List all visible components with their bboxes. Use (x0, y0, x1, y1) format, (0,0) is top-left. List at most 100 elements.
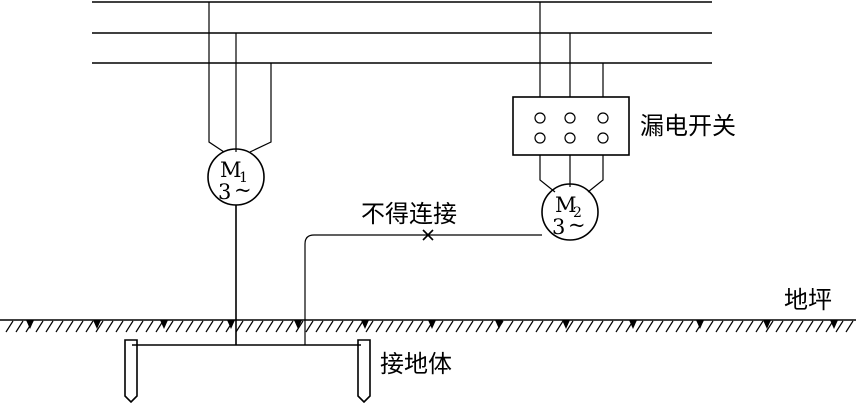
hatch-tick (696, 320, 704, 329)
hatch-stroke (595, 320, 604, 333)
hatch-stroke (295, 320, 304, 333)
hatch-stroke (405, 320, 414, 333)
hatch-tick (428, 320, 436, 329)
hatch-stroke (235, 320, 244, 333)
hatch-stroke (815, 320, 824, 333)
hatch-stroke (715, 320, 724, 333)
hatch-stroke (665, 320, 674, 333)
hatch-stroke (655, 320, 664, 333)
hatch-tick (227, 320, 235, 329)
hatch-stroke (535, 320, 544, 333)
motor2-wire-c (587, 155, 604, 193)
hatch-stroke (705, 320, 714, 333)
hatch-tick (93, 320, 101, 329)
motor-m2-label: M (555, 193, 577, 217)
hatch-stroke (805, 320, 814, 333)
hatch-stroke (375, 320, 384, 333)
hatch-stroke (15, 320, 24, 333)
hatch-stroke (265, 320, 274, 333)
hatch-stroke (385, 320, 394, 333)
hatch-stroke (185, 320, 194, 333)
hatch-stroke (505, 320, 514, 333)
motor-m2-index: 2 (573, 205, 582, 221)
hatch-stroke (685, 320, 694, 333)
hatch-tick (830, 320, 838, 329)
hatch-stroke (115, 320, 124, 333)
hatch-stroke (205, 320, 214, 333)
leakage-switch: 漏电开关 (512, 96, 736, 156)
hatch-stroke (775, 320, 784, 333)
motor2-supply (539, 155, 604, 193)
hatch-stroke (95, 320, 104, 333)
motor-m1-label: M (220, 158, 242, 182)
hatch-stroke (545, 320, 554, 333)
hatch-stroke (35, 320, 44, 333)
forbidden-connection-wire (304, 234, 542, 345)
break-mark (422, 229, 434, 241)
motor-m2-circle (541, 183, 599, 241)
hatch-stroke (795, 320, 804, 333)
hatch-stroke (65, 320, 74, 333)
leakage-switch-label: 漏电开关 (640, 112, 736, 140)
hatch-stroke (55, 320, 64, 333)
motor-m1: M 1 3 ~ (207, 148, 265, 206)
hatch-stroke (5, 320, 14, 333)
switch-contact-2b (564, 132, 576, 144)
hatch-stroke (435, 320, 444, 333)
hatch-stroke (845, 320, 854, 333)
hatch-stroke (455, 320, 464, 333)
hatch-tick (495, 320, 503, 329)
hatch-stroke (345, 320, 354, 333)
hatch-stroke (215, 320, 224, 333)
hatch-stroke (85, 320, 94, 333)
motor-m1-ac-symbol: ~ (234, 178, 252, 202)
switch-contact-3a (597, 112, 609, 124)
motor1-wire-c (249, 63, 272, 153)
motor-m2: M 2 3 ~ (541, 183, 599, 241)
floor-hatching (5, 320, 854, 333)
hatch-tick (160, 320, 168, 329)
ground-floor: 地坪 (0, 286, 856, 333)
hatch-stroke (305, 320, 314, 333)
motor-m1-phase: 3 (218, 180, 231, 204)
hatch-stroke (145, 320, 154, 333)
motor-m1-index: 1 (239, 170, 248, 186)
motor-m2-phase: 3 (552, 215, 565, 239)
hatch-stroke (105, 320, 114, 333)
switch-supply (539, 2, 604, 97)
hatch-stroke (585, 320, 594, 333)
hatch-stroke (255, 320, 264, 333)
hatch-stroke (75, 320, 84, 333)
hatch-stroke (475, 320, 484, 333)
hatch-stroke (745, 320, 754, 333)
hatch-stroke (395, 320, 404, 333)
hatch-tick (294, 320, 302, 329)
hatch-stroke (415, 320, 424, 333)
hatch-stroke (135, 320, 144, 333)
hatch-stroke (125, 320, 134, 333)
hatch-stroke (635, 320, 644, 333)
no-connection-label: 不得连接 (361, 200, 457, 228)
hatch-tick (361, 320, 369, 329)
hatch-stroke (725, 320, 734, 333)
leakage-switch-box (512, 96, 630, 156)
hatch-stroke (555, 320, 564, 333)
motor-m2-ac-symbol: ~ (568, 213, 586, 237)
hatch-stroke (735, 320, 744, 333)
switch-contact-1a (534, 112, 546, 124)
hatch-stroke (195, 320, 204, 333)
hatch-stroke (175, 320, 184, 333)
grounding-electrode-left (124, 339, 138, 404)
switch-contact-1b (534, 132, 546, 144)
hatch-stroke (645, 320, 654, 333)
hatch-stroke (485, 320, 494, 333)
hatch-tick (562, 320, 570, 329)
motor2-wire-a (539, 155, 556, 193)
hatch-tick (26, 320, 34, 329)
motor1-wire-a (208, 2, 225, 153)
ground-floor-label: 地坪 (784, 286, 832, 314)
hatch-stroke (755, 320, 764, 333)
hatch-stroke (325, 320, 334, 333)
hatch-stroke (285, 320, 294, 333)
hatch-stroke (335, 320, 344, 333)
